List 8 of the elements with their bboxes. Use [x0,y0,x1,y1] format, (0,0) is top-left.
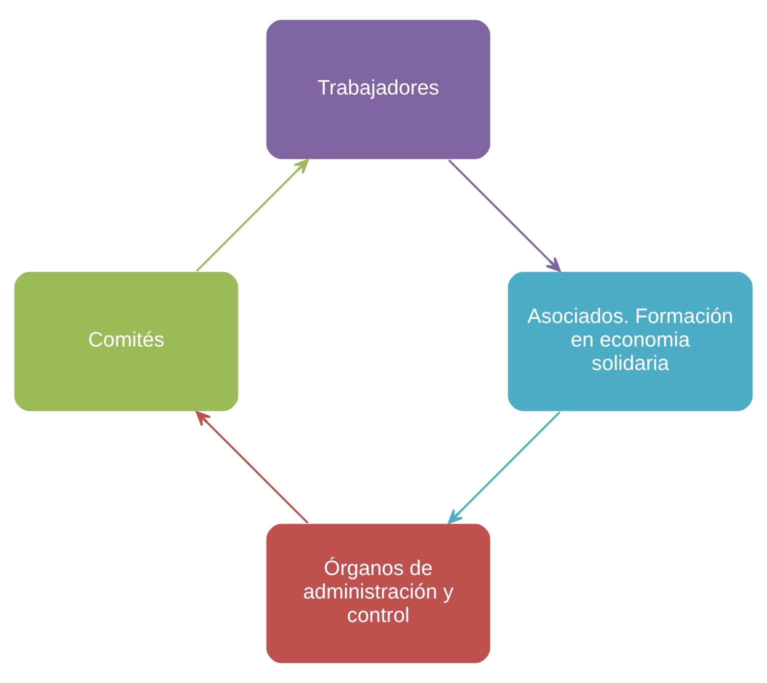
node-box: Órganos de administración y control [265,522,492,664]
arrow [196,411,308,524]
arrow [196,159,309,272]
node-box: Comités [13,270,240,412]
node-box: Asociados. Formación en economia solidaria [506,270,754,412]
arrow [448,411,560,524]
node-box: Trabajadores [265,18,492,160]
arrow [448,159,561,272]
